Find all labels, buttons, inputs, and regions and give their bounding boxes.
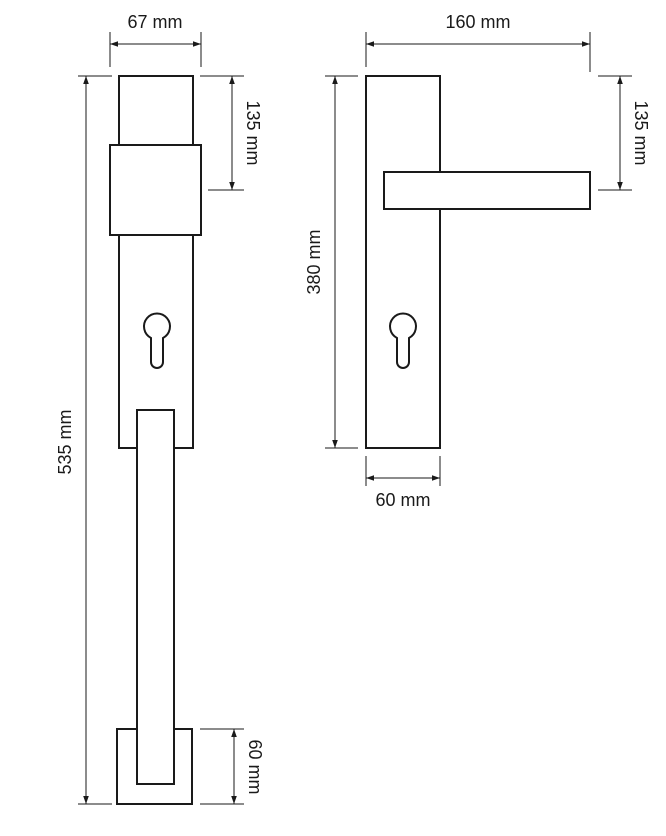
left-backplate: [118, 75, 194, 449]
label-left-top-height: 135 mm: [243, 100, 263, 165]
label-right-top-height: 135 mm: [631, 100, 651, 165]
left-grip-bar: [136, 409, 175, 785]
left-keyhole: [143, 312, 171, 369]
right-lever: [383, 171, 591, 210]
left-dimensions: 67 mm 135 mm 535 mm 60 mm: [55, 12, 265, 805]
label-right-plate-height: 380 mm: [304, 229, 324, 294]
label-right-width: 160 mm: [445, 12, 510, 32]
label-left-bottom-height: 60 mm: [245, 739, 265, 794]
label-left-width: 67 mm: [127, 12, 182, 32]
lever-handle-view: [365, 75, 591, 449]
label-right-plate-width: 60 mm: [375, 490, 430, 510]
left-collar: [109, 144, 202, 236]
label-left-total-height: 535 mm: [55, 409, 75, 474]
pull-handle-view: [109, 75, 202, 805]
right-backplate: [365, 75, 441, 449]
right-keyhole: [389, 312, 417, 369]
right-dimensions: 160 mm 135 mm 380 mm 60 mm: [304, 12, 651, 510]
